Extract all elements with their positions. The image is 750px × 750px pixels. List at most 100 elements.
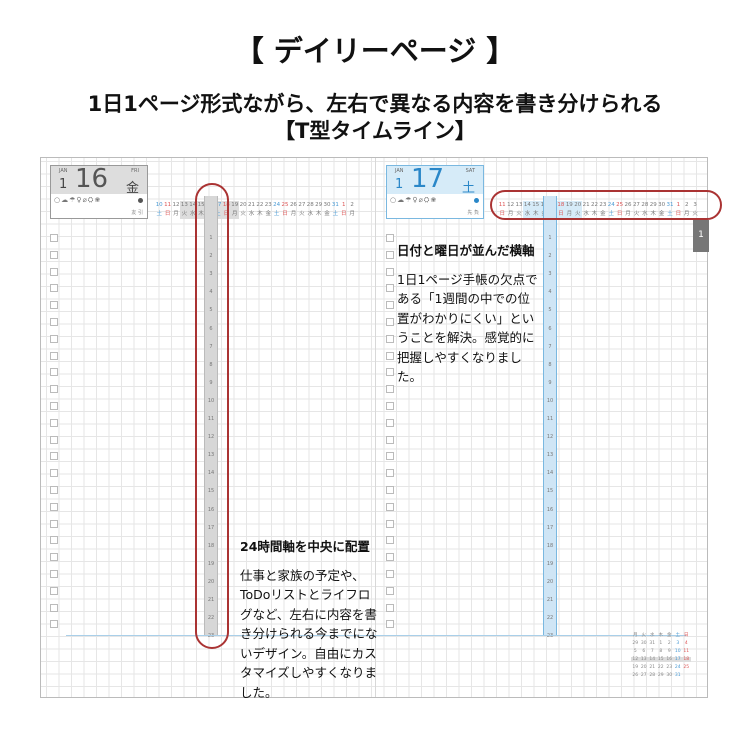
checkbox[interactable] [50,502,58,511]
dot-icon [474,198,479,203]
checkbox[interactable] [386,234,394,242]
strip-day: 24 [607,202,615,208]
strip-dow: 水 [248,211,255,217]
hour-label: 21 [207,597,215,603]
checkbox[interactable] [50,603,58,612]
checkbox[interactable] [386,435,394,444]
page-tab[interactable]: 1 [693,220,709,252]
checkbox[interactable] [50,536,58,545]
hour-label: 15 [207,488,215,495]
left-date-strip: 10土11日12月13火14水15木16金17土18日19月20火21水22木2… [155,201,356,219]
calendar-day: 30 [666,673,673,678]
strip-dow: 月 [230,210,239,219]
checkbox[interactable] [50,250,58,259]
checkbox[interactable] [386,586,394,595]
checkbox[interactable] [386,452,394,461]
checkbox[interactable] [386,351,394,360]
vertical-axis-highlight [195,183,229,649]
checkbox[interactable] [50,486,58,494]
spine [375,158,376,697]
planner-spread: JAN 1 16 FRI 金 ○☁☂♀⌀⛭❀ 友 引 JAN 1 17 SAT … [40,157,709,698]
hour-label: 2 [548,253,552,260]
hour-label: 22 [207,615,215,622]
strip-day: 2 [685,202,689,208]
calendar-day: 14 [648,657,657,662]
checkbox[interactable] [386,301,394,310]
checkbox[interactable] [50,402,58,410]
checkbox[interactable] [386,368,394,377]
checkbox[interactable] [386,469,394,478]
checkbox[interactable] [386,570,394,578]
calendar-day: 21 [649,665,656,670]
checkbox[interactable] [50,284,58,293]
checkbox[interactable] [50,334,58,343]
checkbox[interactable] [50,452,58,461]
checkbox[interactable] [50,234,58,242]
checkbox[interactable] [386,402,394,410]
strip-dow: 月 [565,210,574,219]
strip-dow: 日 [164,211,171,217]
strip-day: 30 [658,202,666,208]
checkbox[interactable] [386,502,394,511]
checkbox[interactable] [50,301,58,310]
checkbox[interactable] [386,334,394,343]
strip-dow: 土 [273,211,280,217]
calendar-day: 3 [676,641,680,646]
checkbox[interactable] [50,368,58,377]
strip-dow: 金 [658,211,665,217]
month-en: JAN [59,168,68,174]
hour-label: 7 [548,343,552,350]
checkbox[interactable] [50,586,58,595]
checkbox[interactable] [386,486,394,494]
checkbox[interactable] [386,318,394,326]
checkbox[interactable] [386,267,394,276]
checkbox[interactable] [386,385,394,394]
strip-day: 26 [289,202,297,208]
checkbox[interactable] [50,267,58,276]
checkbox[interactable] [386,536,394,545]
checkbox[interactable] [50,570,58,578]
checkbox[interactable] [50,620,58,629]
checkbox[interactable] [50,469,58,478]
strip-day: 22 [256,202,264,208]
checkbox[interactable] [386,284,394,293]
hour-label: 11 [546,416,554,422]
checkbox[interactable] [50,385,58,394]
strip-day: 11 [164,202,172,208]
hour-label: 22 [546,615,554,622]
calendar-day: 31 [674,673,681,678]
strip-dow: 水 [523,210,532,219]
checkbox[interactable] [386,603,394,612]
strip-day: 18 [222,201,231,210]
checkbox[interactable] [50,519,58,528]
calendar-day: 20 [640,665,647,670]
checkbox[interactable] [50,351,58,360]
hour-label: 4 [209,289,213,296]
checkbox[interactable] [386,620,394,629]
strip-dow: 月 [507,211,514,217]
calendar-header: 月 [633,633,638,638]
checkbox[interactable] [50,553,58,562]
hour-label: 21 [546,597,554,603]
checkbox[interactable] [386,553,394,562]
strip-dow: 金 [265,211,272,217]
strip-day: 23 [264,202,272,208]
checkbox[interactable] [50,318,58,326]
checkbox[interactable] [50,435,58,444]
checkbox[interactable] [386,418,394,427]
checkbox[interactable] [386,519,394,528]
strip-dow: 火 [692,211,698,217]
checkbox[interactable] [50,418,58,427]
checkbox[interactable] [386,250,394,259]
hour-label: 19 [546,560,554,567]
